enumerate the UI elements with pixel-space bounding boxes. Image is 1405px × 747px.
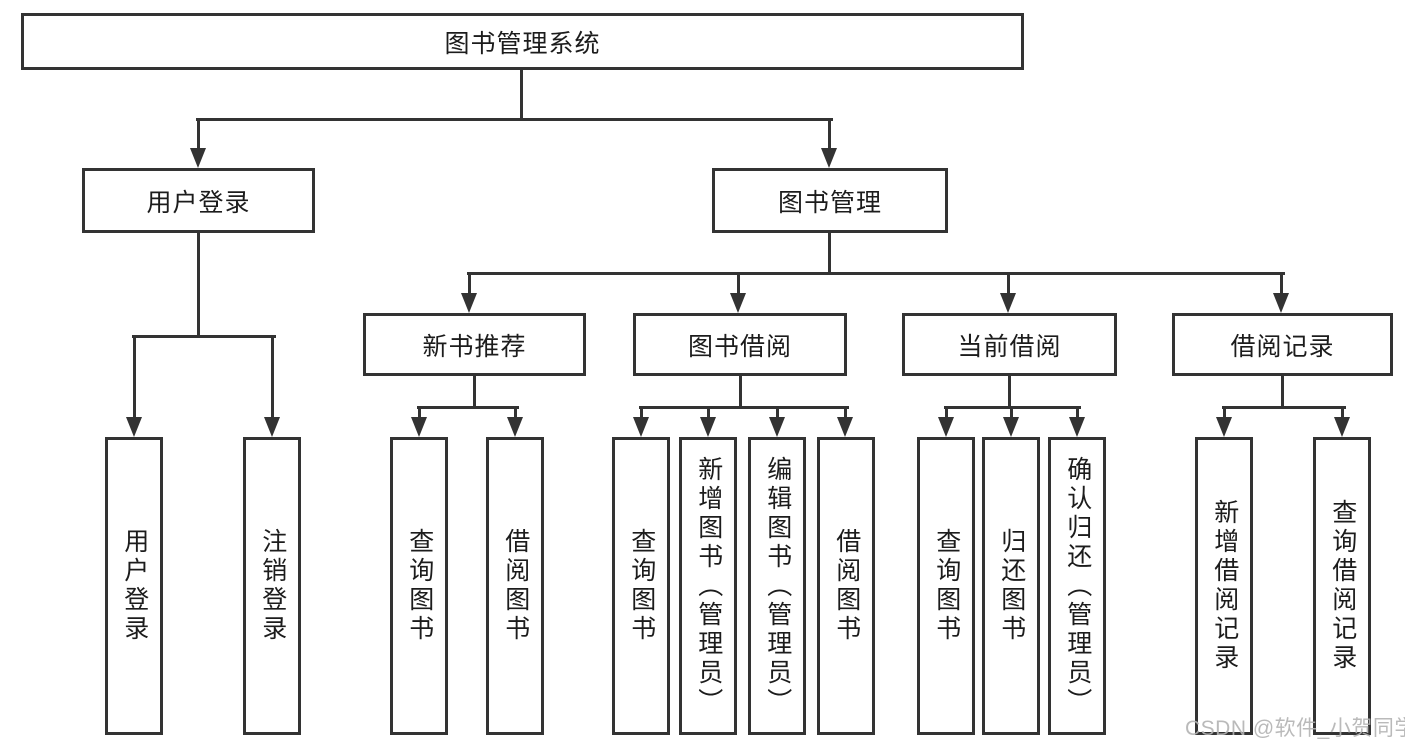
leaf-label: 查询图书	[627, 528, 656, 644]
leaf-label: 新增图书（管理员）	[694, 455, 723, 717]
connector-line	[1223, 406, 1226, 420]
arrowhead-down-icon	[837, 417, 853, 437]
node-book-management: 图书管理	[712, 168, 948, 233]
node-current-borrow: 当前借阅	[902, 313, 1117, 376]
csdn-watermark: CSDN @软件_小贺同学	[1185, 717, 1405, 740]
leaf-label: 查询借阅记录	[1328, 499, 1357, 673]
connector-line	[514, 406, 517, 420]
node-label: 用户登录	[146, 188, 251, 217]
arrowhead-down-icon	[633, 417, 649, 437]
leaf-borrow-book: 借阅图书	[817, 437, 875, 735]
leaf-borrow-book-recommend: 借阅图书	[486, 437, 544, 735]
leaf-label: 用户登录	[120, 528, 149, 644]
connector-line	[271, 335, 274, 420]
node-label: 新书推荐	[422, 332, 527, 361]
leaf-query-borrow-record: 查询借阅记录	[1313, 437, 1371, 735]
node-new-book-recommend: 新书推荐	[363, 313, 586, 376]
connector-line	[737, 272, 740, 296]
connector-line	[945, 406, 948, 420]
leaf-label: 查询图书	[932, 528, 961, 644]
arrowhead-down-icon	[821, 148, 837, 168]
connector-line	[1281, 375, 1284, 409]
connector-line	[196, 118, 833, 121]
connector-line	[467, 272, 1285, 275]
node-label: 图书管理系统	[444, 29, 601, 58]
connector-line	[1341, 406, 1344, 420]
node-book-borrow: 图书借阅	[633, 313, 847, 376]
leaf-add-book-admin: 新增图书（管理员）	[679, 437, 737, 735]
arrowhead-down-icon	[264, 417, 280, 437]
connector-line	[520, 69, 523, 121]
leaf-label: 编辑图书（管理员）	[763, 455, 792, 717]
arrowhead-down-icon	[769, 417, 785, 437]
leaf-confirm-return-admin: 确认归还（管理员）	[1048, 437, 1106, 735]
node-borrow-record: 借阅记录	[1172, 313, 1393, 376]
leaf-logout: 注销登录	[243, 437, 301, 735]
leaf-return-book: 归还图书	[982, 437, 1040, 735]
connector-line	[828, 232, 831, 275]
leaf-label: 归还图书	[997, 528, 1026, 644]
arrowhead-down-icon	[461, 293, 477, 313]
leaf-edit-book-admin: 编辑图书（管理员）	[748, 437, 806, 735]
connector-line	[132, 335, 276, 338]
leaf-label: 确认归还（管理员）	[1063, 455, 1092, 717]
arrowhead-down-icon	[730, 293, 746, 313]
leaf-query-book-recommend: 查询图书	[390, 437, 448, 735]
arrowhead-down-icon	[1069, 417, 1085, 437]
connector-line	[417, 406, 519, 409]
leaf-user-login: 用户登录	[105, 437, 163, 735]
connector-line	[473, 375, 476, 409]
node-user-login: 用户登录	[82, 168, 315, 233]
connector-line	[197, 232, 200, 338]
leaf-label: 新增借阅记录	[1210, 499, 1239, 673]
connector-line	[1076, 406, 1079, 420]
arrowhead-down-icon	[700, 417, 716, 437]
leaf-query-book-borrow: 查询图书	[612, 437, 670, 735]
arrowhead-down-icon	[126, 417, 142, 437]
arrowhead-down-icon	[1000, 293, 1016, 313]
arrowhead-down-icon	[938, 417, 954, 437]
connector-line	[1222, 406, 1346, 409]
connector-line	[133, 335, 136, 420]
leaf-add-borrow-record: 新增借阅记录	[1195, 437, 1253, 735]
arrowhead-down-icon	[1003, 417, 1019, 437]
leaf-label: 借阅图书	[832, 528, 861, 644]
connector-line	[640, 406, 643, 420]
connector-line	[776, 406, 779, 420]
arrowhead-down-icon	[1334, 417, 1350, 437]
connector-line	[1010, 406, 1013, 420]
leaf-query-book-current: 查询图书	[917, 437, 975, 735]
leaf-label: 借阅图书	[501, 528, 530, 644]
node-label: 图书管理	[777, 188, 882, 217]
connector-line	[1008, 375, 1011, 409]
connector-line	[418, 406, 421, 420]
node-label: 当前借阅	[957, 332, 1062, 361]
connector-line	[468, 272, 471, 296]
connector-line	[1007, 272, 1010, 296]
connector-line	[828, 118, 831, 151]
arrowhead-down-icon	[190, 148, 206, 168]
node-label: 图书借阅	[687, 332, 792, 361]
arrowhead-down-icon	[1216, 417, 1232, 437]
connector-line	[707, 406, 710, 420]
arrowhead-down-icon	[507, 417, 523, 437]
connector-line	[739, 375, 742, 409]
node-root-library-system: 图书管理系统	[21, 13, 1024, 70]
connector-line	[844, 406, 847, 420]
leaf-label: 查询图书	[405, 528, 434, 644]
connector-line	[1280, 272, 1283, 296]
node-label: 借阅记录	[1230, 332, 1335, 361]
leaf-label: 注销登录	[258, 528, 287, 644]
connector-line	[639, 406, 849, 409]
arrowhead-down-icon	[411, 417, 427, 437]
arrowhead-down-icon	[1273, 293, 1289, 313]
connector-line	[197, 118, 200, 151]
